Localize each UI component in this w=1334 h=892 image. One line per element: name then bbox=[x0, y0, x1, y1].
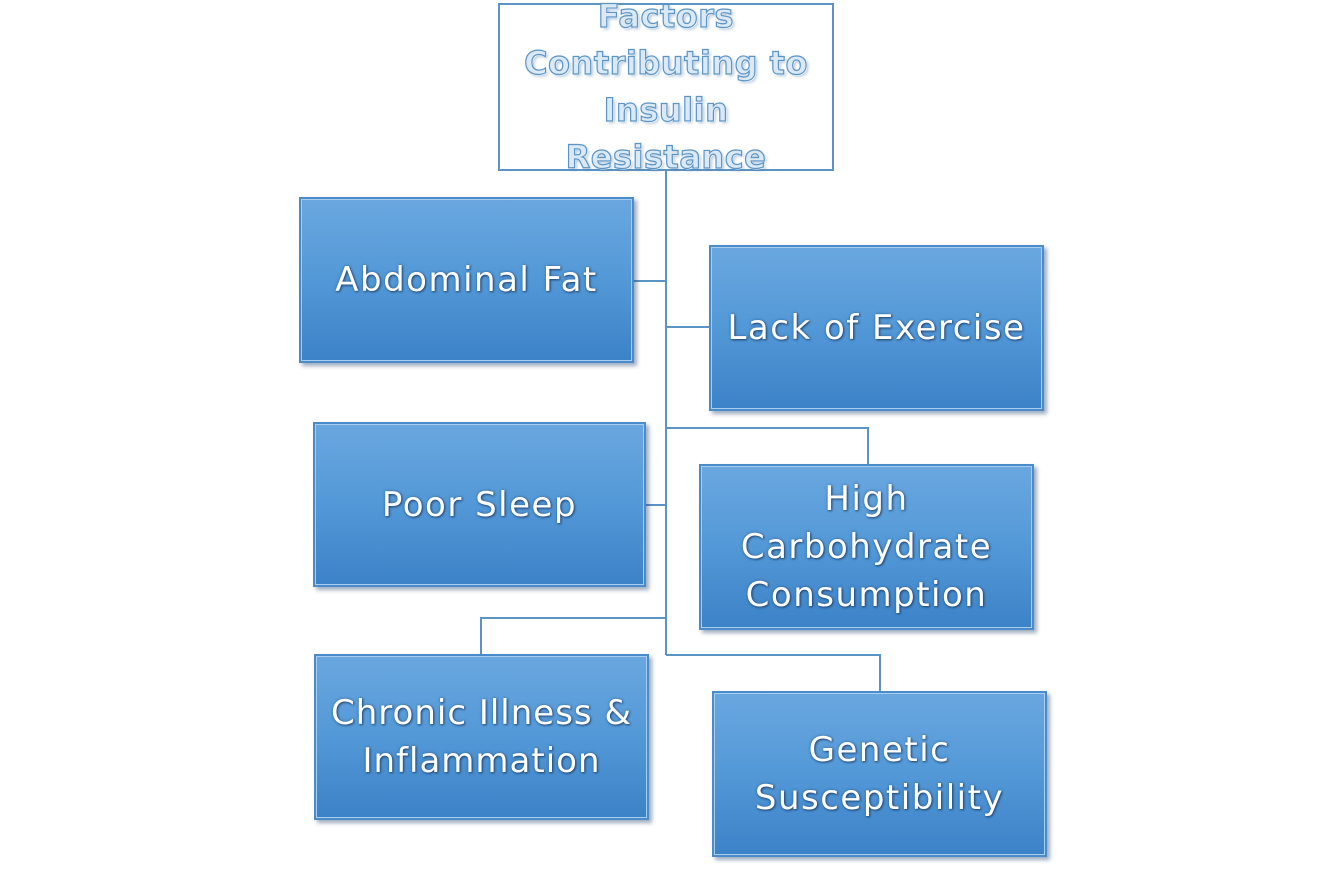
connector-chronic-illness bbox=[480, 617, 666, 654]
root-node: Factors Contributing to Insulin Resistan… bbox=[498, 0, 834, 177]
factor-node-lack-of-exercise: Lack of Exercise bbox=[709, 245, 1044, 411]
factor-node-label: Poor Sleep bbox=[381, 484, 578, 525]
factor-node-label: Chronic Illness & Inflammation bbox=[331, 693, 632, 781]
factor-node-genetic-susceptibility: Genetic Susceptibility bbox=[712, 691, 1047, 857]
connector-genetic-susceptibility bbox=[666, 654, 881, 691]
factor-node-poor-sleep: Poor Sleep bbox=[313, 422, 646, 587]
factor-node-label: Genetic Susceptibility bbox=[754, 730, 1005, 818]
root-node-label: Factors Contributing to Insulin Resistan… bbox=[523, 0, 808, 177]
factor-node-label: Abdominal Fat bbox=[335, 260, 598, 300]
factor-node-high-carbohydrate-consumption: High Carbohydrate Consumption bbox=[699, 464, 1034, 630]
factor-node-chronic-illness-inflammation: Chronic Illness & Inflammation bbox=[314, 654, 649, 820]
factor-node-label: High Carbohydrate Consumption bbox=[740, 479, 993, 615]
factor-node-label: Lack of Exercise bbox=[727, 308, 1026, 348]
factor-node-abdominal-fat: Abdominal Fat bbox=[299, 197, 634, 363]
connector-high-carbohydrate bbox=[666, 427, 869, 464]
